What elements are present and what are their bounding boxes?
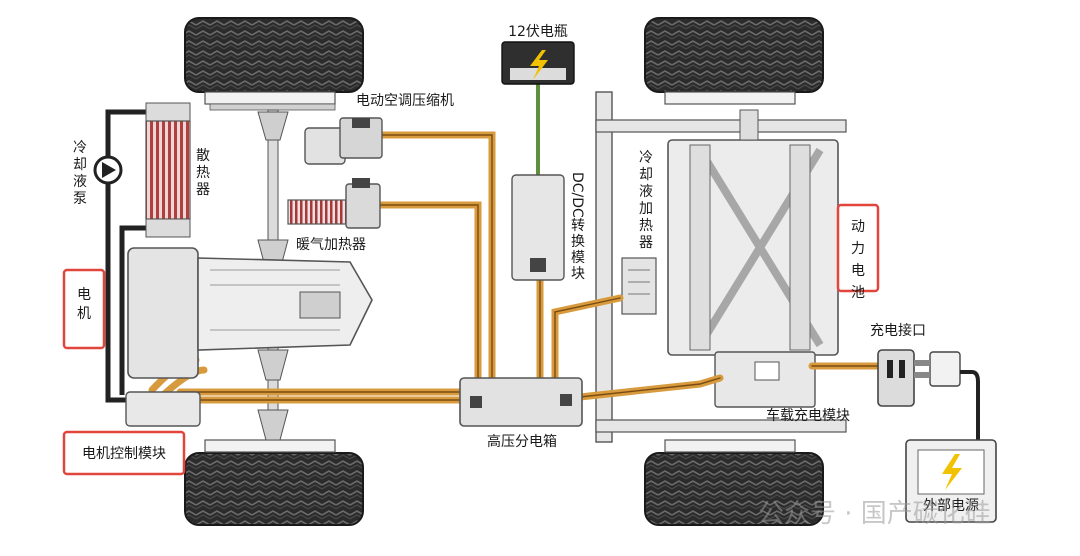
label-heater: 暖气加热器 [296, 237, 366, 253]
tire-rear-right [644, 439, 824, 526]
lightning-icon [942, 454, 962, 490]
ac-compressor [304, 117, 383, 165]
tire-rear-left [184, 439, 364, 526]
label-coolant-heater: 冷却液加热器 [639, 150, 653, 251]
label-dcdc: 转换模块 [571, 218, 585, 282]
external-power [905, 439, 997, 523]
label-power-battery: 动力电池 [851, 219, 865, 301]
motor-controller [125, 391, 201, 427]
lightning-icon [530, 50, 548, 80]
label-hv-box: 高压分电箱 [487, 433, 557, 450]
power-battery [667, 109, 839, 356]
charge-port [877, 349, 961, 407]
label-onboard-charger: 车载充电模块 [766, 407, 850, 424]
label-coolant-pump: 冷却液泵 [73, 140, 87, 207]
onboard-charger [714, 351, 816, 408]
highlight-power-battery [836, 203, 880, 293]
external-power-cable [960, 370, 980, 440]
watermark: 公众号 · 国产碳化硅 [758, 499, 991, 529]
svg-text:DC/DC: DC/DC [569, 172, 585, 218]
highlight-motor [62, 268, 106, 350]
coolant-pump [93, 155, 123, 185]
battery-12v [501, 41, 575, 85]
hv-junction-box [459, 377, 583, 427]
radiator [145, 102, 191, 238]
tire-front-right [644, 17, 824, 105]
rear-frame [595, 91, 847, 443]
label-motor-controller: 电机控制模块 [82, 446, 166, 462]
motor [127, 247, 373, 379]
label-battery-12v: 12伏电瓶 [508, 24, 568, 40]
label-ac-compressor: 电动空调压缩机 [356, 93, 454, 109]
coolant-loop [105, 109, 146, 403]
cabin-heater [287, 178, 381, 229]
label-external-power: 外部电源 [923, 498, 979, 514]
label-motor: 电机 [77, 287, 91, 322]
dcdc-module [511, 174, 565, 281]
highlight-motor-controller [62, 430, 186, 476]
coolant-heater [621, 257, 657, 315]
label-radiator: 散热器 [196, 148, 210, 198]
tire-front-left [184, 17, 364, 111]
label-charge-port: 充电接口 [870, 322, 926, 339]
